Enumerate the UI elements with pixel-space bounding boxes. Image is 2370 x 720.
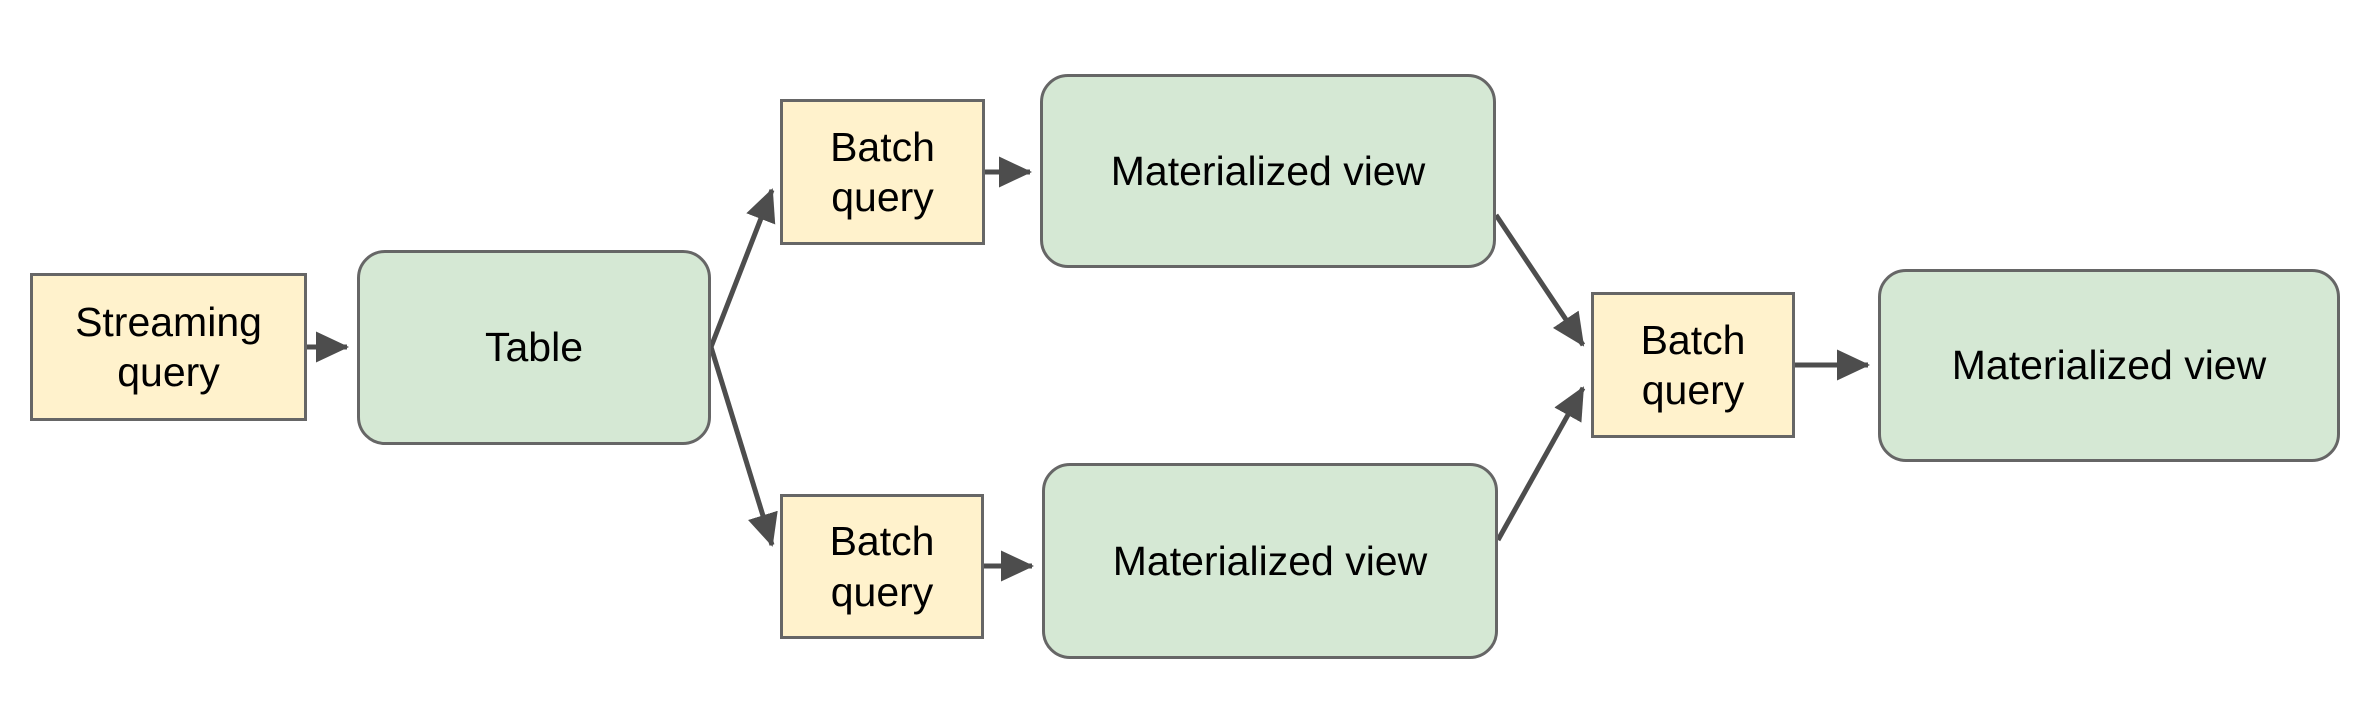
edge-materialized-view-top-to-batch-query-join [1493, 213, 1586, 347]
edge-materialized-view-bottom-to-batch-query-join [1495, 386, 1586, 542]
node-streaming-query[interactable]: Streaming query [30, 273, 307, 421]
node-materialized-view-bottom[interactable]: Materialized view [1042, 463, 1498, 659]
node-table[interactable]: Table [357, 250, 711, 445]
node-batch-query-bottom[interactable]: Batch query [780, 494, 984, 639]
edge-table-to-batch-query-bottom [708, 346, 778, 547]
node-batch-query-join[interactable]: Batch query [1591, 292, 1795, 438]
edge-table-to-batch-query-top [708, 188, 776, 348]
node-batch-query-top[interactable]: Batch query [780, 99, 985, 245]
node-materialized-view-top[interactable]: Materialized view [1040, 74, 1496, 268]
node-materialized-view-final[interactable]: Materialized view [1878, 269, 2340, 462]
